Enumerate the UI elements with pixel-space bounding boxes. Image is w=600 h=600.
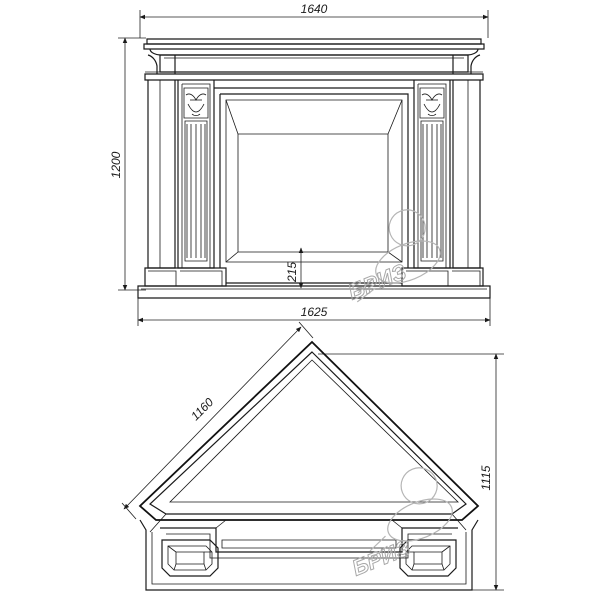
dimension-label-depth: 1115	[479, 465, 493, 490]
dimension-label-top-width: 1640	[301, 2, 328, 16]
dimension-label-bottom-width: 1625	[301, 305, 328, 319]
dimension-diagonal: 1160	[121, 321, 314, 520]
watermark-logo-front	[356, 209, 441, 303]
dimension-label-opening-height: 215	[285, 262, 299, 283]
right-column-footprint	[399, 539, 457, 577]
dimension-opening-height: 215	[285, 247, 304, 289]
base-slab	[137, 285, 491, 299]
base-footprint	[139, 519, 479, 591]
left-inner-pilaster	[177, 80, 215, 269]
dimension-label-height: 1200	[109, 151, 123, 178]
dimension-height: 1200	[109, 37, 146, 291]
hearth-interior	[221, 539, 397, 549]
left-column-footprint	[161, 539, 219, 577]
dimension-depth: 1115	[318, 353, 504, 591]
left-outer-pilaster	[147, 54, 176, 269]
dimension-bottom-width: 1625	[137, 298, 491, 326]
right-outer-pilaster	[452, 54, 481, 269]
firebox-frame	[214, 87, 414, 268]
right-inner-pilaster	[413, 80, 451, 269]
corner-mantel-top	[138, 340, 480, 533]
dimension-label-diagonal: 1160	[188, 395, 216, 423]
top-view: 1160 1115	[121, 321, 504, 591]
front-view: 1640 1200	[109, 2, 491, 326]
dimension-top-width: 1640	[139, 2, 489, 38]
plinth-blocks	[144, 267, 484, 287]
watermark-logo-top	[368, 467, 453, 561]
mantel-shelf	[143, 38, 485, 81]
watermark-brand-top: БРИЗ	[349, 535, 414, 581]
